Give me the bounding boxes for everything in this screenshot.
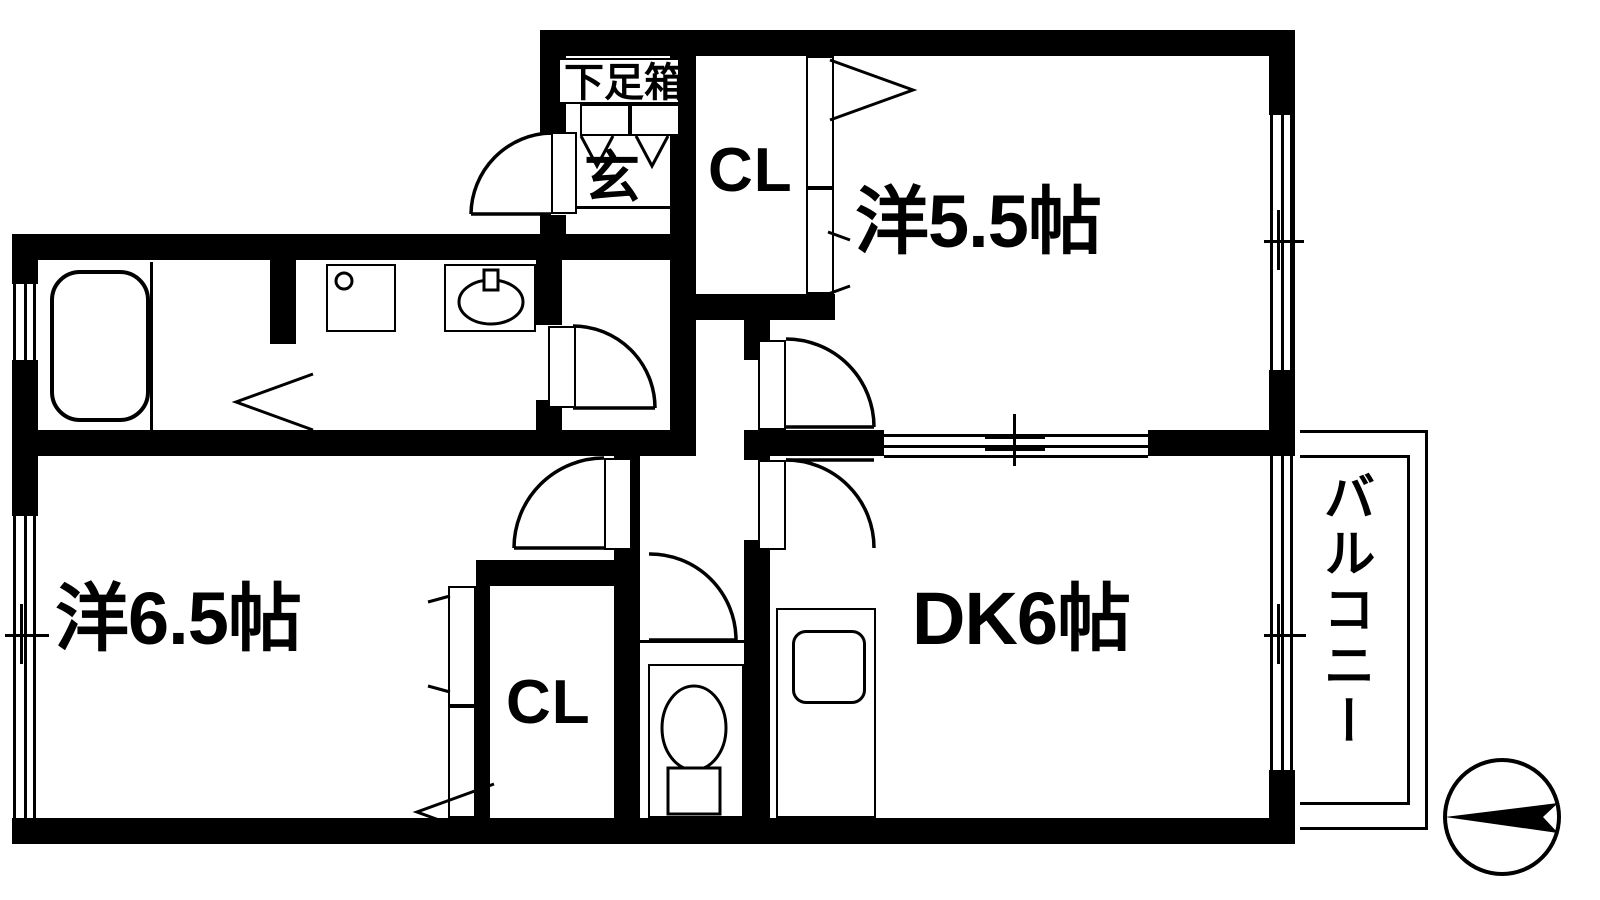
- door-swing-dk: [785, 458, 876, 549]
- compass-rose: [1443, 758, 1561, 876]
- entrance-label: 玄: [584, 146, 640, 209]
- wall-right-outer-top: [1269, 30, 1295, 115]
- kitchen-sink: [792, 630, 866, 704]
- wall-entrance-bottom: [566, 234, 676, 260]
- door-leaf-washroom[interactable]: [548, 326, 576, 408]
- closet-bottom-label: CL: [506, 668, 591, 737]
- shoe-box-cabinet-left: [580, 104, 630, 136]
- wall-bath-left-upper: [12, 234, 38, 284]
- wall-corridor-left-upper: [670, 320, 696, 432]
- wall-top-outer: [540, 30, 1295, 56]
- wall-lower-bottom: [12, 818, 1295, 844]
- closet-top-label: CL: [708, 136, 793, 205]
- wall-cl-bottom-right: [614, 586, 640, 818]
- closet-top-door-hinge: [827, 230, 851, 296]
- door-leaf-dk[interactable]: [758, 460, 786, 550]
- dining-kitchen-label: DK6帖: [912, 577, 1131, 660]
- shoe-box-label: 下足箱: [558, 58, 684, 105]
- wall-cl-bottom-left: [476, 560, 490, 818]
- shoe-box-cabinet-right: [630, 104, 680, 136]
- door-leaf-room-5-5[interactable]: [758, 340, 786, 430]
- door-swing-room-5-5: [785, 337, 876, 429]
- edge-right-outer: [1292, 30, 1295, 440]
- room-5-5-label: 洋5.5帖: [855, 180, 1102, 263]
- room-6-5-label: 洋6.5帖: [55, 577, 302, 660]
- closet-top-door-fold-arrow: [829, 58, 918, 122]
- closet-bottom-fold-arrow: [412, 782, 495, 842]
- door-swing-washroom: [572, 324, 657, 410]
- toilet-fixture: [660, 684, 728, 816]
- wall-bath-washroom-divider: [270, 234, 296, 344]
- wall-right-outer-mid: [1269, 370, 1295, 440]
- closet-top-door-upper[interactable]: [806, 56, 834, 188]
- wall-washroom-right-upper: [536, 260, 562, 325]
- closet-bottom-hinge: [427, 594, 451, 694]
- wall-5-5-dk-divider: [744, 430, 884, 456]
- entrance-door-swing-arc: [469, 131, 552, 216]
- wall-bath-bottom: [12, 430, 640, 456]
- wall-lower-right-outer: [1269, 770, 1295, 844]
- closet-top-door-lower[interactable]: [806, 188, 834, 294]
- bathroom-door-fold-arrow[interactable]: [231, 372, 323, 432]
- bathtub: [50, 270, 150, 422]
- wall-toilet-right: [744, 600, 770, 818]
- wall-washroom-right-lower: [536, 400, 562, 456]
- bath-washroom-inner-line: [150, 262, 153, 430]
- door-swing-room-6-5: [512, 456, 605, 550]
- closet-bottom-door-upper[interactable]: [448, 586, 476, 706]
- balcony-label: バルコニー: [1315, 470, 1373, 750]
- wall-corridor-right-low: [744, 540, 770, 600]
- wash-basin-bowl: [457, 268, 525, 326]
- wall-bath-left-lower: [12, 360, 38, 438]
- wall-cl-bottom: [670, 294, 835, 320]
- genkan-step-line: [566, 206, 676, 209]
- wall-lower-left: [12, 456, 38, 516]
- shoe-box-door-fold: [579, 135, 670, 170]
- door-leaf-room-6-5[interactable]: [604, 458, 632, 550]
- wall-cl-bottom-top: [476, 560, 640, 586]
- door-swing-toilet[interactable]: [646, 552, 746, 644]
- entrance-door-leaf[interactable]: [551, 132, 577, 214]
- washing-machine-drain: [334, 271, 354, 291]
